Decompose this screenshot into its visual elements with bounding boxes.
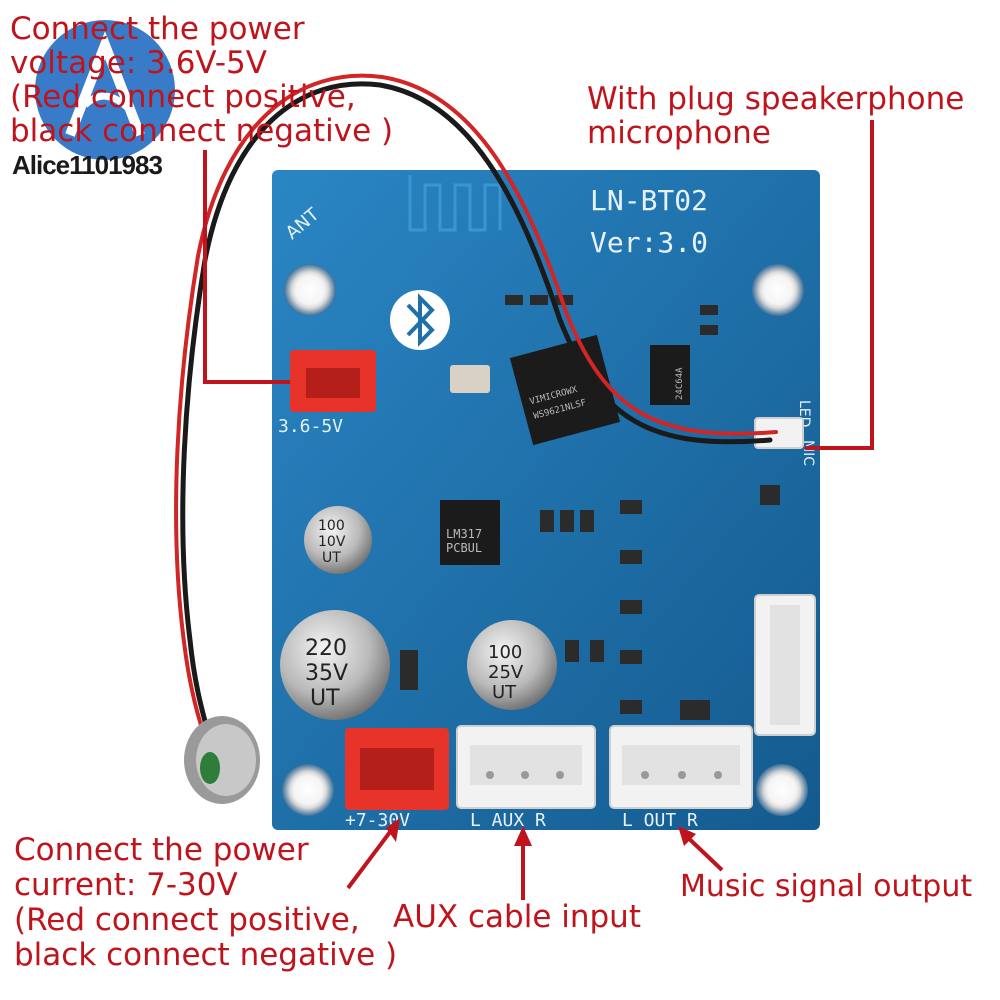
antenna-trace [408,175,502,232]
capacitor-large: 220 35V UT [280,610,390,720]
out-label: L OUT R [622,810,698,831]
annotation-speakerphone: With plug speakerphone microphone [587,81,965,151]
mount-hole-top-right [752,264,804,316]
svg-text:24C64A: 24C64A [675,367,685,400]
seller-logo [35,20,175,160]
aux-connector [456,725,596,809]
svg-text:220: 220 [305,636,347,661]
annotation-music-output: Music signal output [680,869,973,904]
svg-text:UT: UT [322,550,341,566]
low-voltage-label: 3.6-5V [278,416,343,437]
microphone-cable [174,73,778,744]
svg-text:25V: 25V [488,662,524,683]
mount-hole-top-left [284,264,336,316]
svg-text:LM317: LM317 [446,527,482,541]
svg-text:35V: 35V [305,661,348,686]
svg-text:100: 100 [488,642,522,663]
aux-label: L AUX R [470,810,546,831]
svg-text:UT: UT [310,686,340,711]
version-label: Ver:3.0 [590,226,708,259]
capacitor-small: 100 10V UT [304,506,372,574]
svg-text:10V: 10V [318,534,346,550]
smd-components [400,295,780,720]
model-label: LN-BT02 [590,184,708,217]
high-voltage-label: +7-30V [345,810,410,831]
microphone-capsule [184,716,260,804]
svg-text:100: 100 [318,518,345,534]
power-connector-low [290,350,376,412]
output-connector [609,725,753,809]
capacitor-medium: 100 25V UT [467,620,557,710]
crystal [450,365,490,393]
mount-hole-bottom-right [756,764,808,816]
side-connector [754,594,816,736]
regulator-chip: LM317 PCBUL [440,500,500,565]
annotation-arrowheads [386,818,696,846]
annotation-aux-input: AUX cable input [393,899,641,935]
power-connector-high [345,728,449,810]
annotation-power-current: Connect the power current: 7-30V (Red co… [14,832,398,973]
mount-hole-bottom-left [282,764,334,816]
eeprom-chip: 24C64A [650,345,690,405]
svg-text:PCBUL: PCBUL [446,541,482,555]
svg-text:UT: UT [492,682,517,703]
seller-watermark: Alice1101983 [12,150,163,180]
annotation-power-voltage: Connect the power voltage: 3.6V-5V (Red … [10,11,394,149]
